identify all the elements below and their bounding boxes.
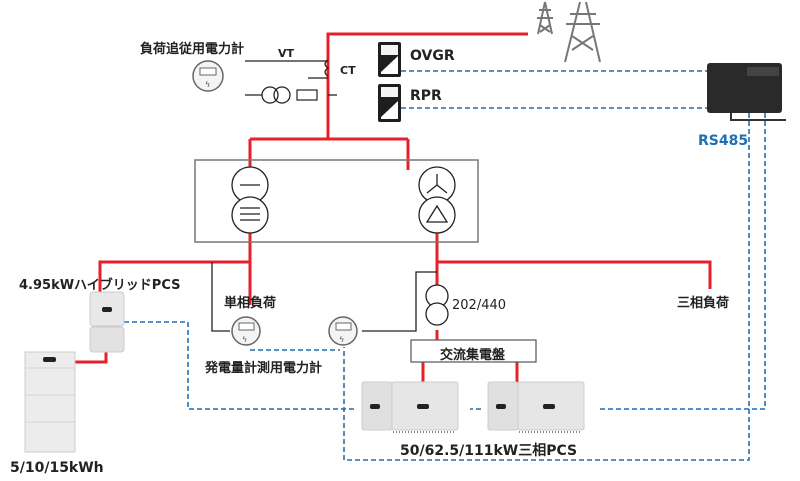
gen-meter-label: 発電量計測用電力計 <box>205 361 323 376</box>
ct-label: CT <box>340 64 356 77</box>
three-phase-pcs-label: 50/62.5/111kW三相PCS <box>400 443 578 459</box>
svg-text:ϟ: ϟ <box>205 80 210 89</box>
fuse-icon <box>296 89 318 101</box>
meter-wire-1 <box>211 262 230 332</box>
ac-panel-label: 交流集電盤 <box>440 348 506 363</box>
vt-label: VT <box>278 47 295 60</box>
main-transformer-frame <box>194 159 479 243</box>
step-up-transformer-icon <box>425 284 449 326</box>
single-phase-load-label: 単相負荷 <box>224 296 277 311</box>
ac-panel-box <box>410 339 537 363</box>
three-phase-out <box>435 233 712 289</box>
rpr-label: RPR <box>410 88 442 104</box>
power-lines <box>74 32 712 382</box>
grid-line <box>326 32 528 139</box>
transformer-ratio-label: 202/440 <box>452 298 507 313</box>
follow-meter-icon: ϟ <box>192 60 224 92</box>
gen-meter-icon-1: ϟ <box>231 316 261 346</box>
rs485-label: RS485 <box>698 133 749 149</box>
svg-text:ϟ: ϟ <box>339 335 344 344</box>
three-phase-load-label: 三相負荷 <box>677 296 730 311</box>
follow-meter-label: 負荷追従用電力計 <box>140 42 245 57</box>
rpr-relay-icon <box>378 84 401 122</box>
three-phase-pcs-icon-2 <box>487 381 585 433</box>
transmission-tower-icon <box>537 1 601 63</box>
battery-label: 5/10/15kWh <box>10 460 104 476</box>
signal-lines <box>124 70 766 461</box>
gen-meter-icon-2: ϟ <box>328 316 358 346</box>
three-phase-pcs-icon-1 <box>361 381 459 433</box>
ovgr-relay-icon <box>378 42 401 77</box>
hybrid-pcs-icon <box>89 291 125 353</box>
ovgr-label: OVGR <box>410 48 455 64</box>
hybrid-pcs-label: 4.95kWハイブリッドPCS <box>19 278 181 293</box>
three-phase-transformer-icon <box>418 166 456 234</box>
meter-wire-2 <box>362 271 437 332</box>
single-phase-transformer-icon <box>231 166 269 234</box>
smart-logger-icon <box>707 63 786 121</box>
vt-transformer-icon <box>261 86 291 104</box>
ct-coil-icon <box>324 59 330 77</box>
svg-text:ϟ: ϟ <box>242 335 247 344</box>
battery-icon <box>24 351 76 453</box>
wires <box>211 60 437 332</box>
battery-line <box>74 352 108 364</box>
